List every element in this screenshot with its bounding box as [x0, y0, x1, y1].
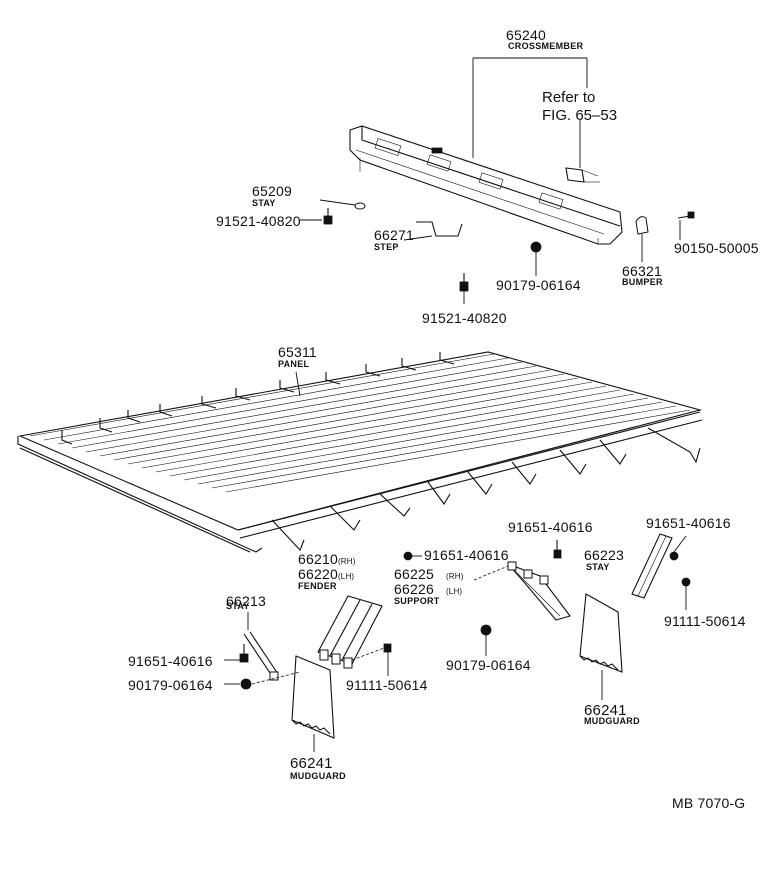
bolt-stay-right-part: [669, 535, 687, 561]
stay-top-name: STAY: [252, 198, 276, 208]
fender-name: FENDER: [298, 581, 337, 591]
mudguard-left-number: 66241: [290, 755, 333, 772]
bolt-step-part: [459, 273, 469, 304]
bolt-fender-part: [403, 551, 422, 561]
refer-line1: Refer to: [542, 89, 596, 106]
nut-mid-number: 90179-06164: [446, 657, 531, 673]
panel-leader: [295, 371, 301, 397]
stay-top-part: [319, 199, 366, 210]
stay-left-name: STAY: [226, 601, 250, 611]
step-part: [403, 221, 463, 241]
refer-line2: FIG. 65–53: [542, 107, 618, 124]
support-number-lh: 66226 (LH): [394, 582, 462, 596]
fender-part: [317, 595, 383, 669]
support-number-lh-value: 66226: [394, 581, 434, 597]
mudguard-right-part: [579, 593, 623, 700]
bolt-fender-number: 91651-40616: [424, 547, 509, 563]
bumper-part: [635, 216, 649, 262]
bolt-top-number: 91521-40820: [216, 213, 301, 229]
mudguard-left-name: MUDGUARD: [290, 771, 346, 781]
stay-right-number: 66223: [584, 547, 624, 563]
bolt-top-part: [300, 208, 333, 225]
nut-left-number: 90179-06164: [128, 677, 213, 693]
refer-bracket-part: [565, 167, 600, 183]
screw-bumper-part: [677, 211, 695, 240]
nut-mid-part: [480, 624, 492, 656]
mudguard-left-part: [291, 655, 335, 752]
screw-mid-part: [351, 643, 392, 676]
fender-suffix-lh: (LH): [337, 572, 355, 581]
bumper-number: 66321: [622, 263, 662, 279]
bolt-stay-right-number: 91651-40616: [646, 515, 731, 531]
bumper-name: BUMPER: [622, 277, 663, 287]
fender-number-lh-value: 66220: [298, 566, 338, 582]
figure-code: MB 7070-G: [672, 795, 746, 811]
mudguard-right-number: 66241: [584, 702, 627, 719]
stay-right-part: [631, 533, 673, 599]
nut-top-part: [530, 241, 542, 276]
bolt-left-part: [224, 644, 249, 663]
crossmember-name: CROSSMEMBER: [508, 41, 584, 51]
bolt-support-part: [553, 540, 562, 559]
support-suffix-rh: (RH): [445, 572, 464, 581]
bolt-step-number: 91521-40820: [422, 310, 507, 326]
crossmember-number: 65240: [506, 27, 546, 43]
step-number: 66271: [374, 227, 414, 243]
stay-right-name: STAY: [586, 562, 610, 572]
support-number-rh-value: 66225: [394, 566, 434, 582]
support-part: [473, 561, 571, 621]
support-name: SUPPORT: [394, 596, 440, 606]
panel-name: PANEL: [278, 359, 310, 369]
stay-left-part: [243, 612, 279, 681]
stay-left-number: 66213: [226, 593, 266, 609]
nut-top-number: 90179-06164: [496, 277, 581, 293]
panel-part: [17, 351, 703, 553]
fender-number-rh-value: 66210: [298, 551, 338, 567]
support-number-rh: 66225 (RH): [394, 567, 464, 581]
fender-suffix-rh: (RH): [337, 557, 356, 566]
nut-left-part: [224, 671, 301, 690]
bolt-support-number: 91651-40616: [508, 519, 593, 535]
fender-number-rh: 66210(RH): [298, 552, 356, 566]
crossmember-leader: [472, 57, 588, 168]
screw-stay-right-part: [681, 577, 691, 610]
stay-top-number: 65209: [252, 183, 292, 199]
screw-stay-right-number: 91111-50614: [664, 613, 746, 629]
bolt-left-number: 91651-40616: [128, 653, 213, 669]
step-name: STEP: [374, 242, 399, 252]
support-suffix-lh: (LH): [445, 587, 463, 596]
crossmember-part: [349, 125, 623, 245]
screw-bumper-number: 90150-50005: [674, 240, 759, 256]
screw-mid-number: 91111-50614: [346, 677, 428, 693]
fender-number-lh: 66220(LH): [298, 567, 354, 581]
panel-number: 65311: [278, 344, 317, 360]
mudguard-right-name: MUDGUARD: [584, 716, 640, 726]
